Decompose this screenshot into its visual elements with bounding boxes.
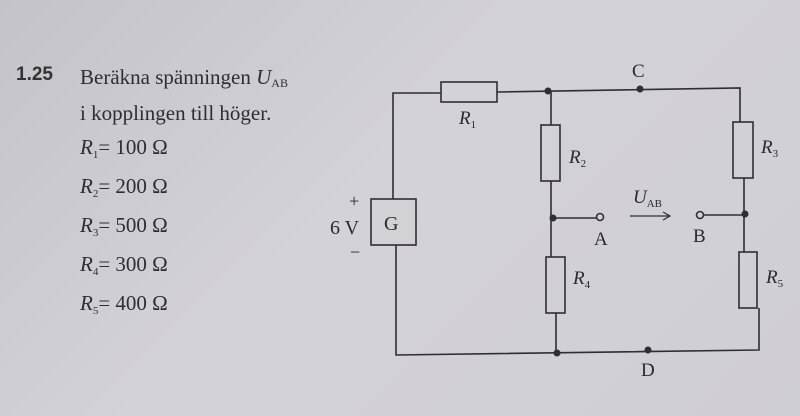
value-r2: R2= 200 Ω (80, 173, 168, 212)
problem-line1: Beräkna spänningen (80, 65, 251, 89)
problem-line2: i kopplingen till höger. (80, 101, 272, 125)
value: = 400 Ω (98, 291, 168, 315)
subscript: 1 (92, 149, 99, 161)
value: = 100 Ω (98, 135, 168, 159)
subscript: 5 (92, 305, 99, 317)
subscript: 4 (92, 266, 99, 278)
junction-dot (544, 87, 552, 95)
voltage-arrow-icon (630, 211, 672, 221)
source-label: G (384, 213, 398, 235)
subscript: AB (647, 198, 662, 210)
voltage-label: UAB (633, 187, 662, 210)
resistor-r2 (540, 124, 561, 182)
minus-sign: − (350, 242, 360, 262)
resistor-r4 (545, 256, 566, 314)
resistor-r3 (732, 121, 754, 179)
symbol: R (765, 267, 778, 288)
subscript: 1 (471, 119, 477, 131)
subscript: 3 (92, 227, 99, 239)
symbol: R (568, 147, 581, 168)
subscript: 2 (581, 158, 587, 170)
plus-sign: + (349, 191, 359, 211)
wire-bottom (395, 245, 760, 356)
value-r4: R4= 300 Ω (80, 251, 168, 290)
symbol: R (572, 268, 585, 289)
node-c-dot (636, 85, 644, 93)
symbol: R (80, 252, 93, 276)
wire-top-right (496, 87, 741, 122)
node-d-label: D (641, 360, 655, 381)
subscript: 2 (92, 188, 99, 200)
resistor-values: R1= 100 Ω R2= 200 Ω R3= 500 Ω R4= 300 Ω … (80, 134, 168, 329)
resistor-r1 (440, 81, 498, 103)
subscript: 3 (773, 148, 779, 160)
resistor-r5 (738, 251, 758, 309)
terminal-a-icon (595, 212, 605, 222)
label-r4: R4 (572, 268, 591, 291)
junction-dot (741, 210, 749, 218)
quantity-subscript: AB (271, 76, 288, 90)
value: = 300 Ω (98, 252, 168, 276)
symbol: R (80, 174, 93, 198)
value: = 500 Ω (98, 213, 168, 237)
symbol: R (80, 291, 93, 315)
node-d-dot (644, 346, 652, 354)
terminal-b-label: B (693, 226, 706, 247)
label-r1: R1 (458, 108, 476, 131)
value-r3: R3= 500 Ω (80, 212, 168, 251)
problem-number: 1.25 (16, 64, 53, 85)
subscript: 5 (778, 278, 784, 290)
label-r2: R2 (568, 147, 586, 170)
label-r3: R3 (760, 137, 779, 160)
wire-top-left (392, 92, 441, 199)
voltage-source (370, 198, 417, 246)
symbol: U (633, 187, 648, 208)
symbol: R (80, 213, 93, 237)
problem-text: Beräkna spänningen UAB i kopplingen till… (80, 62, 288, 128)
value-r5: R5= 400 Ω (80, 290, 168, 329)
symbol: R (80, 135, 93, 159)
value-r1: R1= 100 Ω (80, 134, 168, 173)
node-c-label: C (632, 61, 645, 82)
junction-dot (549, 214, 557, 222)
source-voltage: 6 V (330, 217, 360, 239)
subscript: 4 (585, 279, 591, 291)
terminal-b-icon (695, 210, 705, 220)
terminal-a-label: A (594, 229, 608, 250)
junction-dot (553, 349, 561, 357)
label-r5: R5 (765, 267, 784, 290)
symbol: R (760, 137, 773, 158)
quantity-symbol: U (256, 65, 272, 89)
value: = 200 Ω (98, 174, 168, 198)
symbol: R (458, 108, 471, 129)
